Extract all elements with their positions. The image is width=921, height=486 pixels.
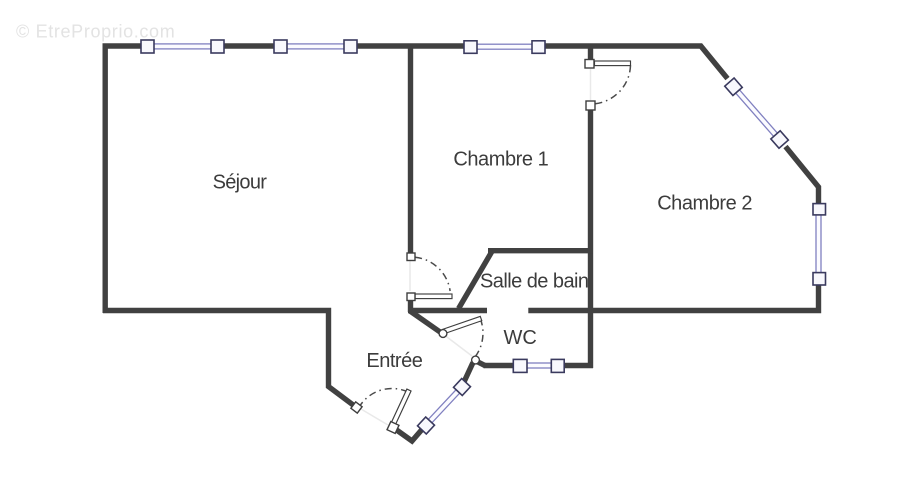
svg-text:WC: WC <box>504 327 537 349</box>
svg-text:Chambre 1: Chambre 1 <box>453 148 548 170</box>
svg-text:Chambre 2: Chambre 2 <box>657 193 752 215</box>
svg-text:© EtreProprio.com: © EtreProprio.com <box>16 22 175 42</box>
svg-text:Séjour: Séjour <box>213 171 268 193</box>
svg-text:Salle de bain: Salle de bain <box>480 271 589 293</box>
svg-text:Entrée: Entrée <box>366 350 422 372</box>
